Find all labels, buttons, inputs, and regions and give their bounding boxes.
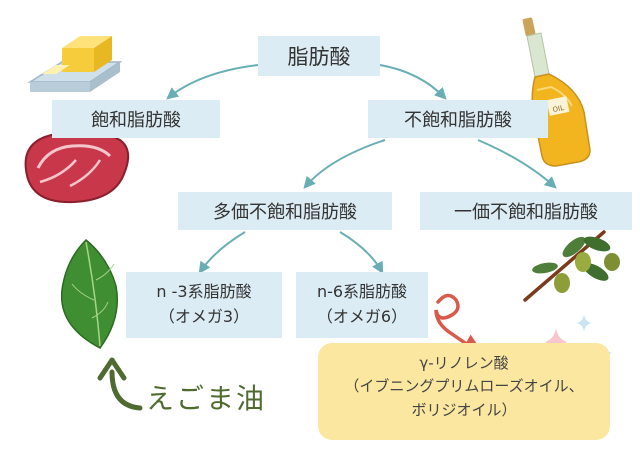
node-saturated: 飽和脂肪酸	[52, 100, 220, 138]
node-n6: n-6系脂肪酸 （オメガ6）	[296, 272, 428, 338]
egoma-arrow	[109, 369, 143, 411]
olive-branch-icon	[523, 230, 620, 302]
gla-name: γ-リノレン酸	[419, 354, 509, 372]
arrow-root-to-unsaturated	[379, 64, 447, 100]
oil-bottle-icon: OIL	[522, 17, 591, 167]
squiggle-arrow	[434, 293, 484, 355]
gla-text: γ-リノレン酸 （イブニングプリムローズオイル、 ボリジオイル）	[318, 352, 610, 422]
perilla-leaf-icon	[60, 238, 119, 349]
node-polyunsaturated: 多価不飽和脂肪酸	[178, 192, 392, 230]
arrow-poly-to-n6	[339, 231, 384, 275]
gla-sources-2: ボリジオイル）	[411, 400, 517, 419]
n3-alias: （オメガ3）	[158, 307, 250, 326]
n6-name: n-6系脂肪酸	[316, 282, 408, 302]
arrow-unsaturated-to-mono	[477, 139, 557, 189]
gla-sources: （イブニングプリムローズオイル、	[344, 377, 584, 396]
svg-text:OIL: OIL	[552, 104, 565, 114]
arrow-poly-to-n3	[198, 231, 246, 274]
node-unsaturated: 不飽和脂肪酸	[368, 100, 548, 138]
arrow-root-to-saturated	[166, 64, 259, 100]
node-n3: n -3系脂肪酸 （オメガ3）	[126, 272, 282, 338]
n6-alias: （オメガ6）	[316, 307, 408, 326]
steak-icon	[24, 130, 130, 204]
butter-icon	[27, 36, 123, 92]
gla-callout	[318, 343, 610, 440]
arrow-unsaturated-to-poly	[303, 139, 386, 189]
egoma-label: えごま油	[146, 382, 267, 415]
n3-name: n -3系脂肪酸	[156, 282, 252, 302]
node-fatty-acid: 脂肪酸	[258, 36, 380, 76]
node-monounsaturated: 一価不飽和脂肪酸	[420, 192, 632, 230]
